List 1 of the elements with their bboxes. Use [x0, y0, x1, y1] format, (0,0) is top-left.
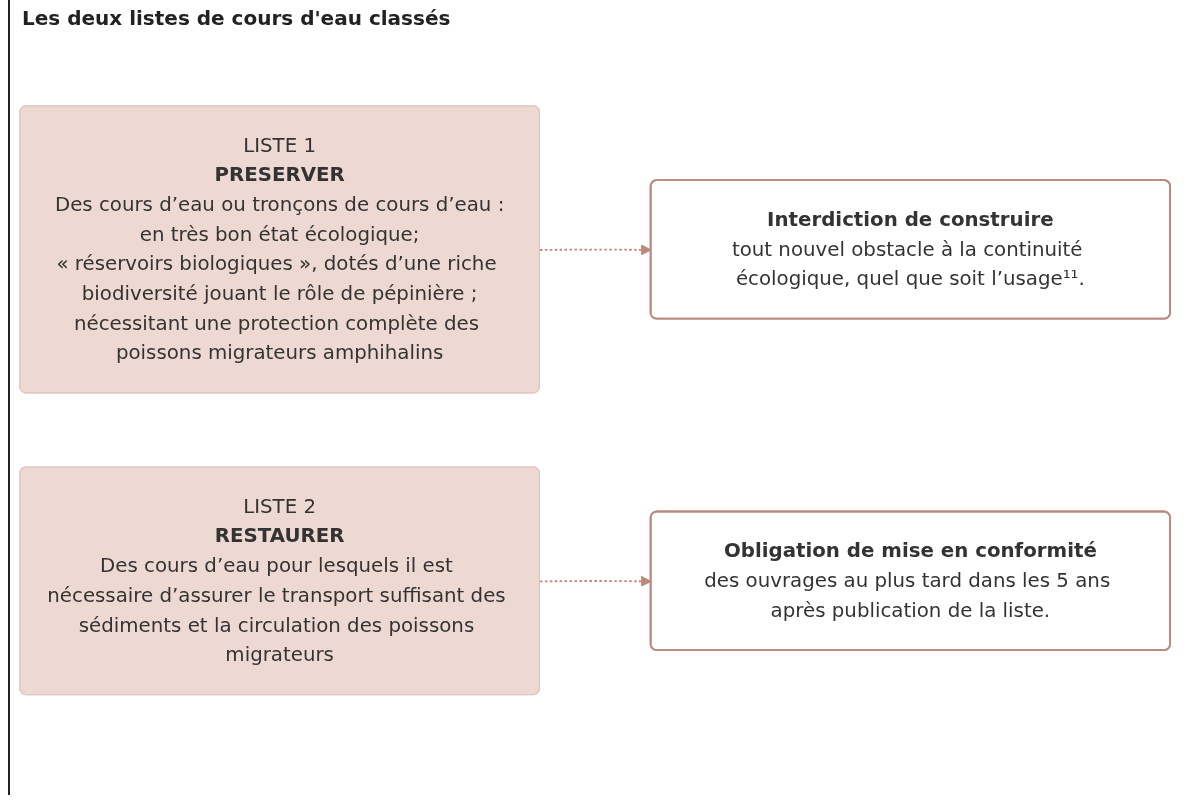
diagram-title: Les deux listes de cours d'eau classés: [22, 6, 452, 30]
